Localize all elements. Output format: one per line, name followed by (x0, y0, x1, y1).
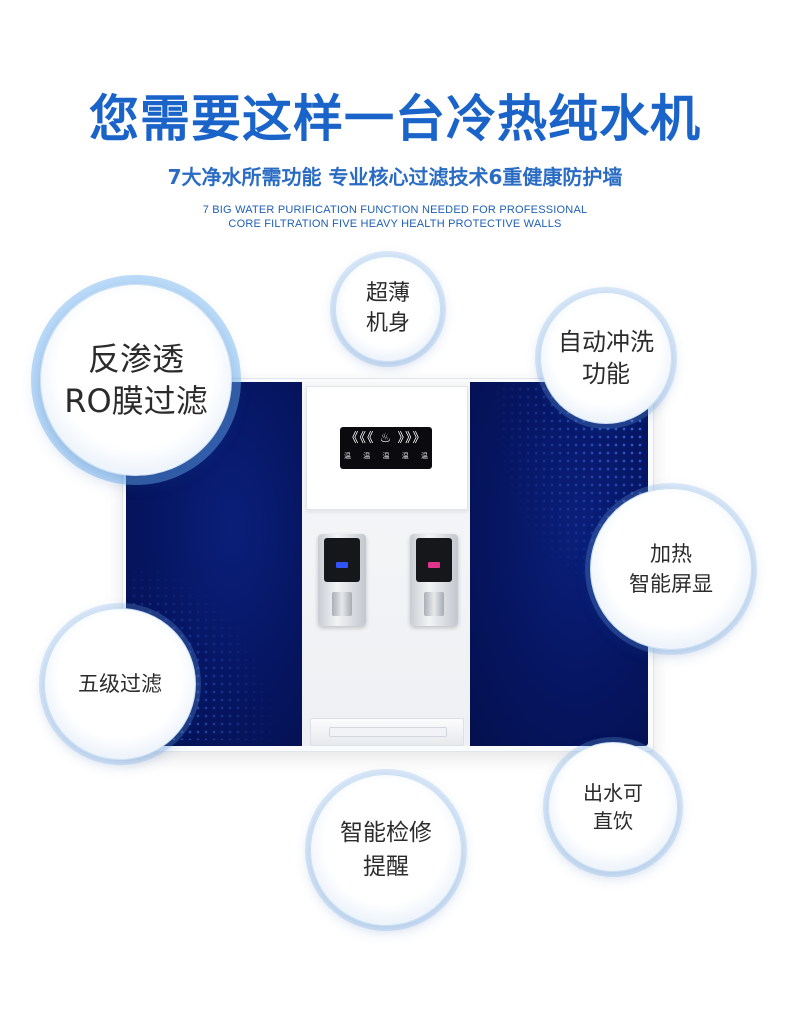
feature-smart-display: 加热 智能屏显 (590, 488, 752, 650)
display-label: 温 (363, 452, 371, 460)
feature-label: 超薄 机身 (365, 281, 410, 336)
feature-label: 智能检修 提醒 (340, 820, 432, 880)
cold-water-tap (318, 534, 366, 626)
english-subtitle-line-1: 7 BIG WATER PURIFICATION FUNCTION NEEDED… (202, 204, 588, 216)
feature-slim-body: 超薄 机身 (335, 256, 441, 362)
drip-tray-slot (329, 727, 447, 737)
page-subtitle: 7大净水所需功能 专业核心过滤技术6重健康防护墙 (167, 165, 623, 189)
display-label: 温 (421, 452, 428, 460)
hot-tap-spout (424, 592, 444, 616)
cold-tap-head (324, 538, 360, 582)
hot-tap-head (416, 538, 452, 582)
english-subtitle-line-2: CORE FILTRATION FIVE HEAVY HEALTH PROTEC… (228, 218, 562, 230)
cold-indicator-icon (336, 562, 348, 568)
feature-label: 反渗透 RO膜过滤 (64, 340, 208, 420)
display-icons: 《《《 ♨ 》》》 (345, 431, 427, 446)
feature-ro-filtration: 反渗透 RO膜过滤 (40, 284, 232, 476)
page-title: 您需要这样一台冷热纯水机 (89, 90, 701, 148)
feature-label: 出水可 直饮 (583, 781, 643, 833)
display-label: 温 (344, 452, 351, 460)
hot-water-tap (410, 534, 458, 626)
feature-five-stage-filter: 五级过滤 (44, 608, 196, 760)
cold-tap-spout (332, 592, 352, 616)
feature-label: 自动冲洗 功能 (558, 328, 654, 388)
control-display: 《《《 ♨ 》》》 温 温 温 温 温 (340, 427, 432, 469)
feature-label: 五级过滤 (78, 672, 162, 696)
display-label: 温 (382, 452, 390, 460)
display-labels: 温 温 温 温 温 (344, 451, 428, 461)
drip-tray (310, 718, 464, 746)
feature-label: 加热 智能屏显 (629, 542, 713, 596)
feature-direct-drinking: 出水可 直饮 (548, 742, 678, 872)
feature-auto-flush: 自动冲洗 功能 (540, 292, 672, 424)
hot-indicator-icon (428, 562, 440, 568)
display-label: 温 (401, 452, 409, 460)
feature-maintenance-reminder: 智能检修 提醒 (310, 774, 462, 926)
